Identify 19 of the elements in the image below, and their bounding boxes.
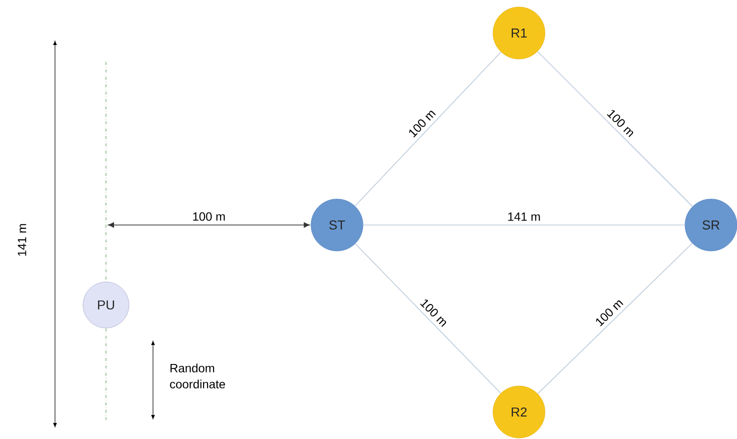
relay-node: R1	[492, 6, 546, 60]
connector-line	[537, 51, 693, 207]
arrow	[108, 222, 310, 228]
connector-line	[354, 52, 502, 206]
connector-line	[362, 224, 686, 226]
station-node: SR	[684, 198, 737, 252]
edge-label: 100 m	[604, 106, 638, 140]
relay-node: R2	[492, 386, 546, 438]
edge-label: 100 m	[418, 296, 450, 329]
edge-label: 100 m	[592, 296, 626, 329]
station-node: ST	[310, 198, 364, 252]
dimension-label: 141 m	[18, 224, 26, 256]
connector-line	[537, 242, 693, 394]
edge-label: 100 m	[406, 106, 438, 140]
note-text: Random coordinate	[170, 364, 226, 388]
user-node: PU	[82, 282, 130, 328]
edge-label: 141 m	[506, 212, 542, 222]
edge-label: 100 m	[191, 211, 227, 222]
connector-line	[354, 243, 502, 394]
